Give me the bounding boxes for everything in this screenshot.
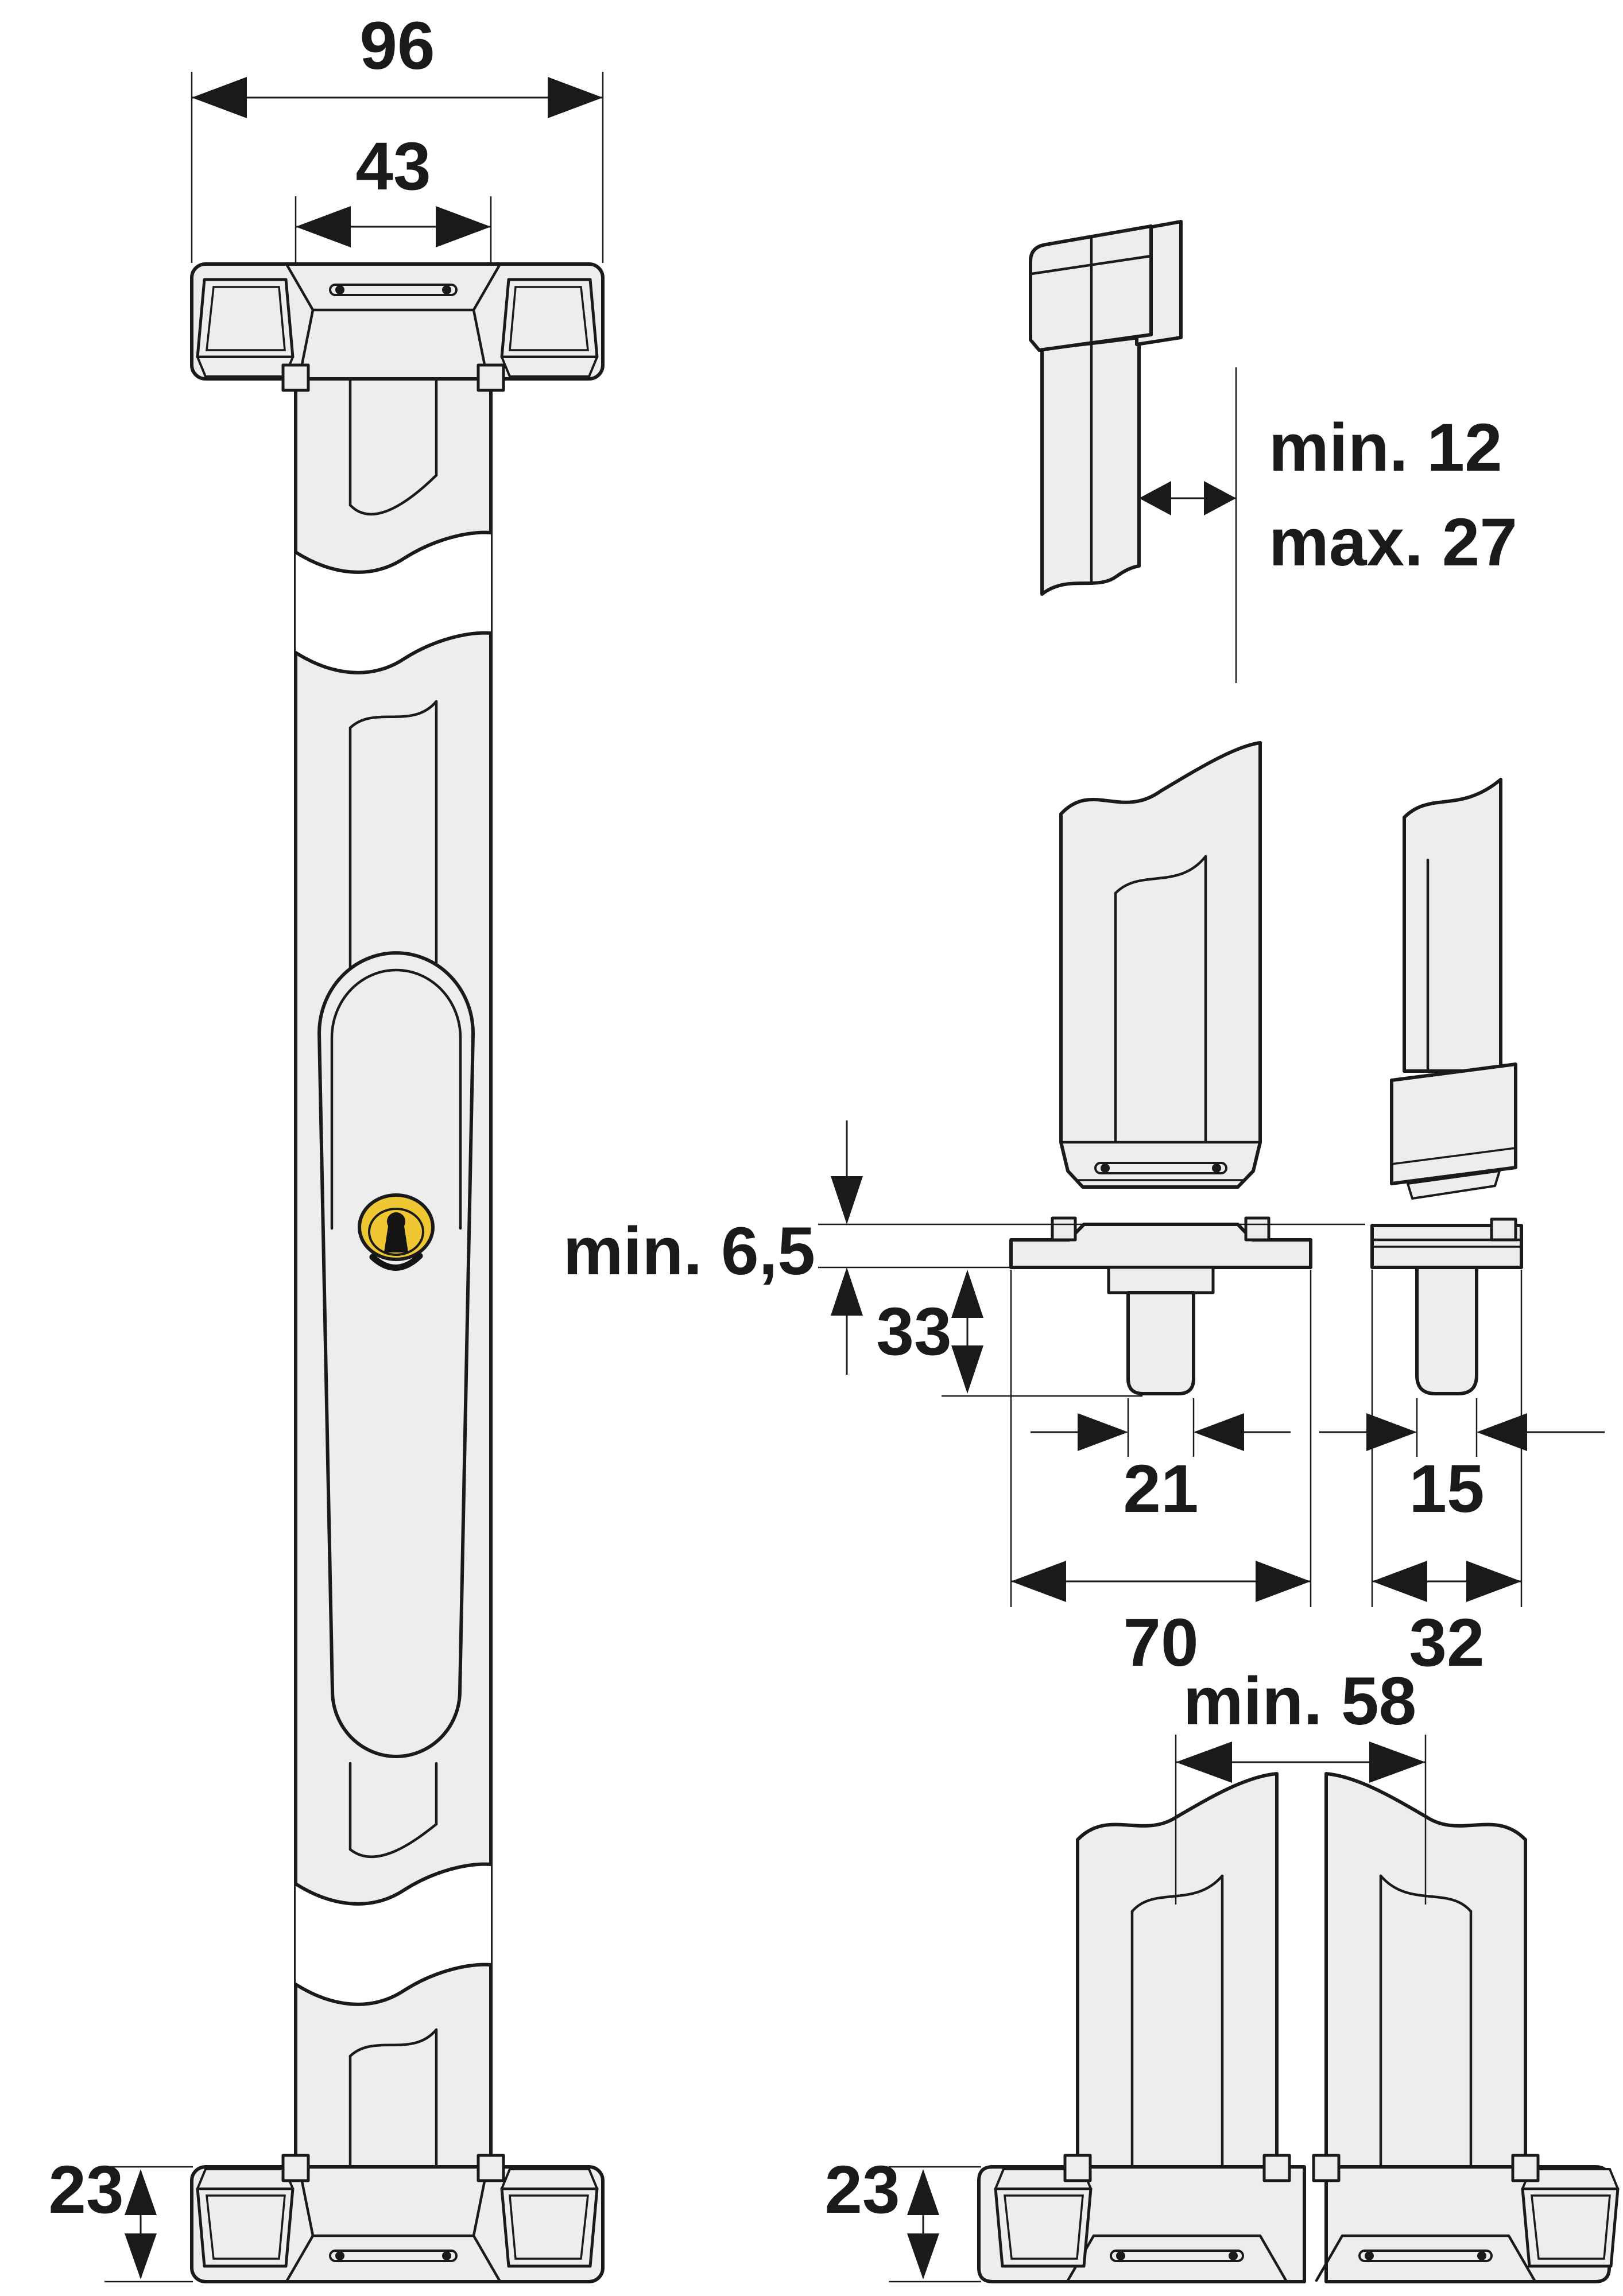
arrowhead-up <box>125 2169 157 2215</box>
dim-96-label: 96 <box>359 8 435 84</box>
break-symbol-bottom <box>296 1864 491 2004</box>
dim-23-right-label: 23 <box>824 2152 900 2228</box>
arrowhead-right <box>1078 1413 1128 1451</box>
top-end-bracket <box>190 262 605 392</box>
dim-23-left: 23 <box>48 2152 193 2283</box>
arrowhead-left <box>1477 1413 1527 1451</box>
dim-min-6-5-label: min. 6,5 <box>563 1213 815 1289</box>
tab <box>1262 2154 1291 2182</box>
dim-96: 96 <box>191 8 604 263</box>
dim-33-label: 33 <box>876 1294 951 1370</box>
floor-plate-side-view <box>1370 1217 1523 1395</box>
top-bracket-left-tab <box>281 363 310 392</box>
dim-43: 43 <box>295 129 492 265</box>
dim-70: 70 <box>1010 1270 1312 1681</box>
tab <box>1511 2154 1540 2182</box>
lock-cylinder <box>358 1193 435 1271</box>
split-bracket-left <box>977 2154 1306 2283</box>
sash-profile-side-view <box>1029 220 1183 596</box>
arrowhead-up <box>907 2169 939 2215</box>
dim-15: 15 <box>1319 1398 1605 1527</box>
arrowhead-left <box>1139 481 1171 515</box>
dim-min-58-label: min. 58 <box>1183 1663 1417 1739</box>
arrowhead-right <box>548 77 603 118</box>
dim-min12-label: min. 12 <box>1269 410 1502 486</box>
arrowhead-down <box>907 2233 939 2279</box>
pin-foot-side <box>1390 1062 1517 1185</box>
locking-pin-front-view <box>1059 741 1262 1189</box>
dim-70-label: 70 <box>1123 1605 1198 1681</box>
bottom-bracket-right-tab <box>477 2154 505 2182</box>
tab <box>1312 2154 1341 2182</box>
arrowhead-right <box>1256 1561 1311 1602</box>
arrowhead-right <box>436 206 491 247</box>
bottom-end-bracket <box>190 2154 605 2283</box>
arrowhead-right <box>1366 1413 1417 1451</box>
arrowhead-left <box>1176 1742 1232 1783</box>
handle-escutcheon <box>317 951 475 1758</box>
dim-min-6-5: min. 6,5 <box>563 1120 1365 1375</box>
dim-min-58: min. 58 <box>1175 1663 1427 1905</box>
arrowhead-left <box>1372 1561 1427 1602</box>
pin-bar-side <box>1403 778 1502 1073</box>
arrowhead-down <box>831 1176 863 1224</box>
pin-bar-front <box>1059 741 1262 1189</box>
left-sash-bar <box>1076 1772 1279 2169</box>
arrowhead-down <box>951 1345 983 1394</box>
dim-min12-max27: min. 12 max. 27 <box>1139 367 1517 683</box>
dim-33: 33 <box>876 1270 1142 1397</box>
arrowhead-down <box>125 2233 157 2279</box>
dim-32-label: 32 <box>1409 1605 1484 1681</box>
top-bracket-body <box>190 262 605 381</box>
dim-23-left-label: 23 <box>48 2152 123 2228</box>
arrowhead-right <box>1466 1561 1521 1602</box>
dim-max27-label: max. 27 <box>1269 505 1517 580</box>
arrowhead-left <box>192 77 247 118</box>
double-sash-bars-view <box>977 1772 1620 2283</box>
tab <box>1063 2154 1092 2182</box>
pin-peg-side <box>1415 1266 1478 1395</box>
pin-foot-slot <box>1094 1162 1227 1174</box>
arrowhead-left <box>296 206 351 247</box>
bottom-bracket-left-tab <box>281 2154 310 2182</box>
break-symbol-top <box>296 532 491 673</box>
plate-tab-side <box>1490 1217 1517 1242</box>
locking-pin-side-view <box>1390 778 1517 1200</box>
right-sash-bar <box>1324 1772 1527 2169</box>
arrowhead-left <box>1011 1561 1066 1602</box>
dim-21: 21 <box>1031 1398 1291 1527</box>
pin-collar-front <box>1107 1266 1215 1294</box>
pin-peg-front <box>1126 1291 1195 1395</box>
bottom-bracket-body <box>190 2165 605 2283</box>
arrowhead-right <box>1204 481 1236 515</box>
bottom-bracket-slot <box>329 2250 458 2262</box>
split-bracket-right <box>1312 2154 1620 2283</box>
arrowhead-left <box>1194 1413 1244 1451</box>
bar-lock-front-view <box>190 262 605 2283</box>
top-bracket-slot <box>329 284 458 296</box>
dim-43-label: 43 <box>355 129 431 204</box>
dim-21-label: 21 <box>1123 1451 1198 1527</box>
dim-23-right: 23 <box>824 2152 981 2283</box>
plate-tab-left <box>1051 1216 1077 1242</box>
dim-32: 32 <box>1371 1270 1523 1681</box>
top-bracket-right-tab <box>477 363 505 392</box>
arrowhead-up <box>951 1270 983 1318</box>
arrowhead-up <box>831 1267 863 1316</box>
dim-15-label: 15 <box>1409 1451 1484 1527</box>
plate-tab-right <box>1244 1216 1270 1242</box>
arrowhead-right <box>1369 1742 1426 1783</box>
floor-plate-front-view <box>1009 1216 1312 1395</box>
